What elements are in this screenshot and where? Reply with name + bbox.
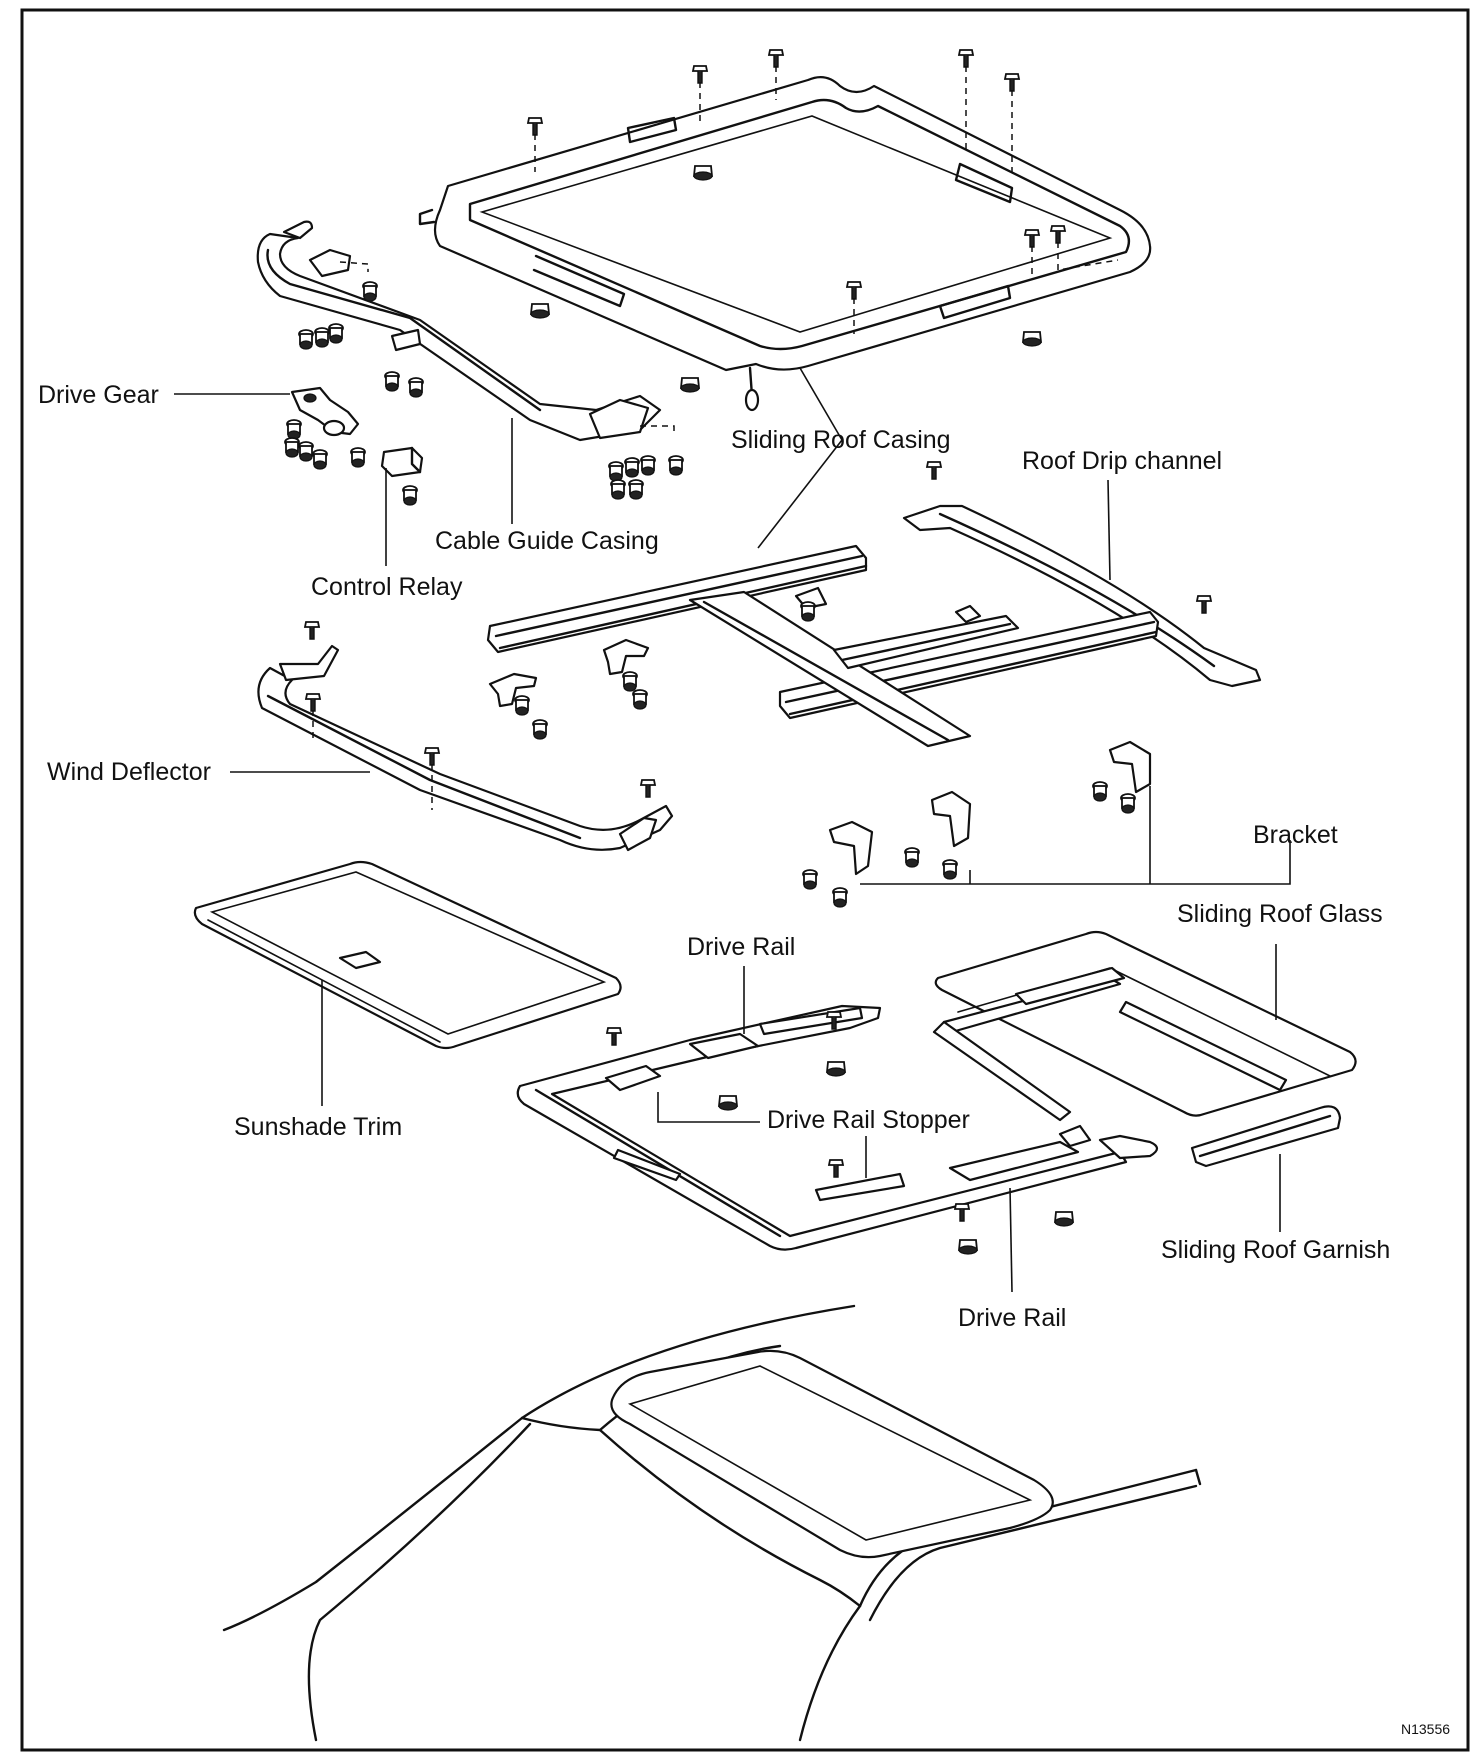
sliding-roof-casing — [418, 49, 1152, 412]
label-roof-drip-channel: Roof Drip channel — [1022, 447, 1222, 475]
label-drive-rail-bottom: Drive Rail — [958, 1304, 1066, 1332]
cable-guide-casing — [256, 220, 684, 500]
drive-rail-assembly — [516, 1004, 1159, 1255]
label-sunshade-trim: Sunshade Trim — [234, 1113, 402, 1141]
sliding-roof-glass — [932, 930, 1357, 1122]
label-sliding-roof-garnish: Sliding Roof Garnish — [1161, 1236, 1390, 1264]
sliding-roof-garnish — [1190, 1105, 1342, 1168]
label-drive-gear: Drive Gear — [38, 381, 159, 409]
roof-frame-rails — [486, 544, 1160, 748]
drive-gear — [284, 386, 366, 470]
figure-code: N13556 — [1401, 1721, 1450, 1737]
label-drive-rail-stopper: Drive Rail Stopper — [767, 1106, 970, 1134]
roof-drip-channel — [902, 461, 1262, 688]
label-cable-guide-casing: Cable Guide Casing — [435, 527, 659, 555]
page-border — [20, 8, 1470, 1752]
control-relay — [380, 446, 424, 506]
car-body-outline — [222, 1304, 1202, 1742]
label-drive-rail-top: Drive Rail — [687, 933, 795, 961]
brackets — [488, 638, 1152, 908]
wind-deflector — [257, 621, 674, 852]
callout-labels: Drive Gear Sliding Roof Casing Roof Drip… — [38, 381, 1450, 1737]
label-bracket: Bracket — [1253, 821, 1338, 849]
sunshade-trim — [193, 860, 622, 1050]
label-sliding-roof-glass: Sliding Roof Glass — [1177, 900, 1383, 928]
label-sliding-roof-casing: Sliding Roof Casing — [731, 426, 951, 454]
leader-lines — [174, 367, 1291, 1293]
label-wind-deflector: Wind Deflector — [47, 758, 211, 786]
label-control-relay: Control Relay — [311, 573, 463, 601]
